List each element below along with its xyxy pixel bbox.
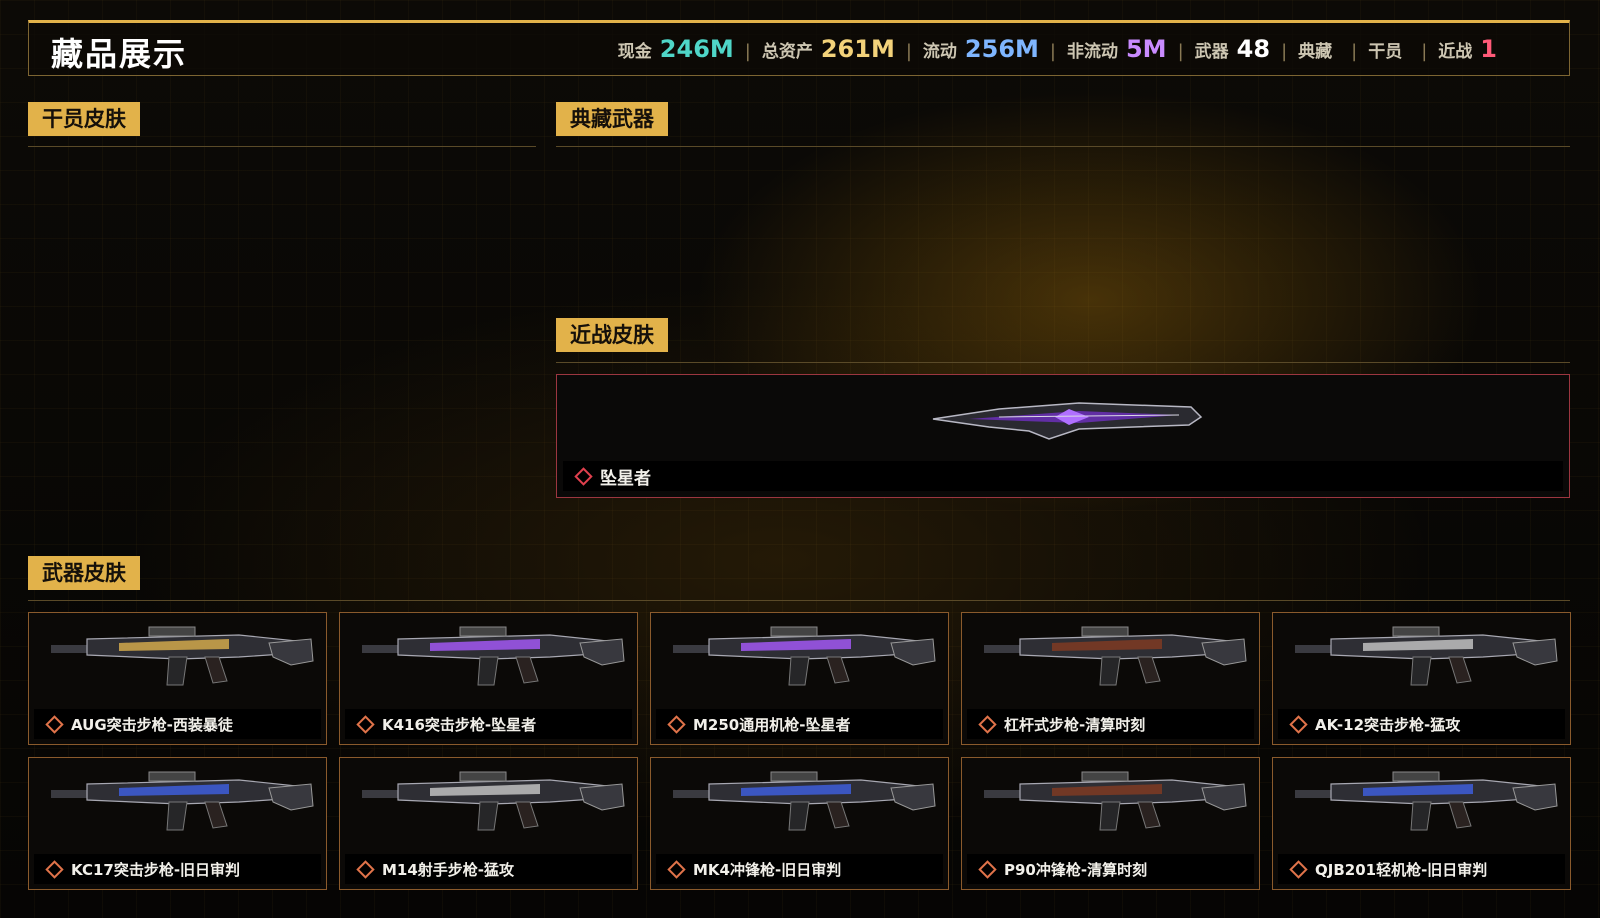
weapon-label-bar: AK-12突击步枪-猛攻 — [1278, 709, 1565, 739]
weapon-name: 杠杆式步枪-清算时刻 — [1004, 715, 1146, 734]
diamond-icon — [574, 466, 593, 486]
weapon-skin-card[interactable]: M250通用机枪-坠星者 — [650, 612, 949, 745]
stats-bar: 现金 246M | 总资产 261M | 流动 256M | 非流动 5M | … — [618, 35, 1497, 63]
stat-separator: | — [1351, 41, 1358, 62]
stat-total-assets-value: 261M — [820, 35, 895, 63]
section-divider — [556, 362, 1570, 363]
diamond-icon — [667, 714, 686, 734]
machine-gun-icon — [673, 626, 936, 686]
section-divider — [556, 146, 1570, 147]
weapon-name: M250通用机枪-坠星者 — [693, 715, 851, 734]
weapon-skin-card[interactable]: QJB201轻机枪-旧日审判 — [1272, 757, 1571, 890]
stat-separator: | — [1281, 41, 1288, 62]
section-title-weapon-skins: 武器皮肤 — [28, 556, 140, 590]
rifle-icon — [362, 626, 625, 686]
knife-icon — [932, 402, 1203, 440]
stat-liquid-label: 流动 — [922, 42, 957, 62]
weapon-name: K416突击步枪-坠星者 — [382, 715, 537, 734]
weapon-name: AK-12突击步枪-猛攻 — [1315, 715, 1461, 734]
weapon-name: KC17突击步枪-旧日审判 — [71, 860, 241, 879]
stat-separator: | — [1177, 41, 1184, 62]
weapon-name: QJB201轻机枪-旧日审判 — [1315, 860, 1488, 879]
weapon-skin-card[interactable]: KC17突击步枪-旧日审判 — [28, 757, 327, 890]
stat-total-assets-label: 总资产 — [761, 42, 813, 62]
diamond-icon — [356, 714, 375, 734]
weapon-skin-card[interactable]: K416突击步枪-坠星者 — [339, 612, 638, 745]
stat-operators-label: 干员 — [1368, 42, 1403, 62]
weapon-label-bar: M250通用机枪-坠星者 — [656, 709, 943, 739]
weapon-skin-grid: AUG突击步枪-西装暴徒 K416突击步枪-坠星者 M250通用机枪-坠星者 杠… — [28, 612, 1571, 890]
stat-separator: | — [1049, 41, 1056, 62]
diamond-icon — [356, 859, 375, 879]
stat-cash-value: 246M — [659, 35, 734, 63]
header-bar: 藏品展示 现金 246M | 总资产 261M | 流动 256M | 非流动 … — [28, 20, 1570, 76]
melee-label-bar: 坠星者 — [563, 461, 1563, 491]
rifle-icon — [51, 626, 314, 686]
weapon-label-bar: 杠杆式步枪-清算时刻 — [967, 709, 1254, 739]
weapon-label-bar: QJB201轻机枪-旧日审判 — [1278, 854, 1565, 884]
section-divider — [28, 600, 1570, 601]
stat-cash-label: 现金 — [617, 42, 652, 62]
diamond-icon — [667, 859, 686, 879]
weapon-name: AUG突击步枪-西装暴徒 — [71, 715, 233, 734]
weapon-name: MK4冲锋枪-旧日审判 — [693, 860, 842, 879]
page-title: 藏品展示 — [51, 35, 188, 73]
weapon-label-bar: MK4冲锋枪-旧日审判 — [656, 854, 943, 884]
weapon-name: P90冲锋枪-清算时刻 — [1004, 860, 1148, 879]
diamond-icon — [1289, 714, 1308, 734]
stat-separator: | — [1421, 41, 1428, 62]
lever-rifle-icon — [984, 626, 1247, 686]
weapon-name: M14射手步枪-猛攻 — [382, 860, 515, 879]
weapon-skin-card[interactable]: MK4冲锋枪-旧日审判 — [650, 757, 949, 890]
smg-icon — [673, 771, 936, 831]
weapon-label-bar: KC17突击步枪-旧日审判 — [34, 854, 321, 884]
stat-separator: | — [744, 41, 751, 62]
marksman-rifle-icon — [362, 771, 625, 831]
stat-nonliquid-label: 非流动 — [1066, 42, 1118, 62]
diamond-icon — [45, 859, 64, 879]
rifle-icon — [51, 771, 314, 831]
stat-weapons-value: 48 — [1236, 35, 1271, 63]
light-machine-gun-icon — [1295, 771, 1558, 831]
melee-skin-card[interactable]: 坠星者 — [556, 374, 1570, 498]
section-title-collection-weapons: 典藏武器 — [556, 102, 668, 136]
weapon-label-bar: K416突击步枪-坠星者 — [345, 709, 632, 739]
diamond-icon — [45, 714, 64, 734]
weapon-label-bar: P90冲锋枪-清算时刻 — [967, 854, 1254, 884]
weapon-label-bar: AUG突击步枪-西装暴徒 — [34, 709, 321, 739]
weapon-skin-card[interactable]: 杠杆式步枪-清算时刻 — [961, 612, 1260, 745]
weapon-skin-card[interactable]: AUG突击步枪-西装暴徒 — [28, 612, 327, 745]
rifle-icon — [1295, 626, 1558, 686]
section-title-melee-skins: 近战皮肤 — [556, 318, 668, 352]
stat-melee-value: 1 — [1480, 35, 1497, 63]
diamond-icon — [978, 859, 997, 879]
smg-icon — [984, 771, 1247, 831]
section-title-operator-skins: 干员皮肤 — [28, 102, 140, 136]
section-divider — [28, 146, 536, 147]
weapon-skin-card[interactable]: AK-12突击步枪-猛攻 — [1272, 612, 1571, 745]
stat-collection-label: 典藏 — [1298, 42, 1333, 62]
stat-weapons-label: 武器 — [1194, 42, 1229, 62]
weapon-skin-card[interactable]: M14射手步枪-猛攻 — [339, 757, 638, 890]
melee-name: 坠星者 — [600, 468, 651, 489]
stat-melee-label: 近战 — [1438, 42, 1473, 62]
stat-nonliquid-value: 5M — [1125, 35, 1167, 63]
diamond-icon — [1289, 859, 1308, 879]
diamond-icon — [978, 714, 997, 734]
stat-liquid-value: 256M — [964, 35, 1039, 63]
weapon-label-bar: M14射手步枪-猛攻 — [345, 854, 632, 884]
weapon-skin-card[interactable]: P90冲锋枪-清算时刻 — [961, 757, 1260, 890]
stat-separator: | — [905, 41, 912, 62]
